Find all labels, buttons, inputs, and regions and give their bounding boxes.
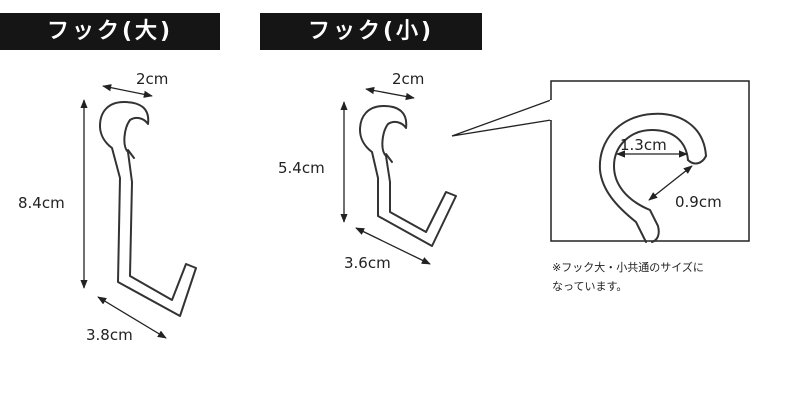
callout-box — [550, 80, 750, 242]
callout-pointer — [451, 99, 552, 137]
small-bottom-label: 3.6cm — [344, 254, 391, 272]
large-bottom-label: 3.8cm — [86, 326, 133, 344]
hook-small-drawing — [359, 105, 457, 247]
detail-opening-arrow — [648, 165, 693, 201]
detail-opening-label: 0.9cm — [675, 193, 722, 211]
hook-large-drawing — [99, 101, 197, 317]
size-note: ※フック大・小共通のサイズに なっています。 — [552, 258, 772, 296]
large-top-width-arrow — [102, 84, 153, 98]
small-bottom-arrow — [355, 227, 431, 265]
size-note-line1: ※フック大・小共通のサイズに — [552, 261, 704, 274]
small-top-width-label: 2cm — [392, 70, 424, 88]
title-hook-small: フック(小) — [260, 13, 482, 50]
hook-detail-drawing — [598, 112, 707, 243]
large-height-label: 8.4cm — [18, 194, 65, 212]
title-hook-large: フック(大) — [0, 13, 220, 50]
size-note-line2: なっています。 — [552, 280, 628, 293]
large-bottom-arrow — [97, 296, 167, 339]
large-top-width-label: 2cm — [136, 70, 168, 88]
small-height-label: 5.4cm — [278, 159, 325, 177]
detail-inner-diameter-label: 1.3cm — [620, 136, 667, 154]
small-top-width-arrow — [365, 86, 415, 101]
